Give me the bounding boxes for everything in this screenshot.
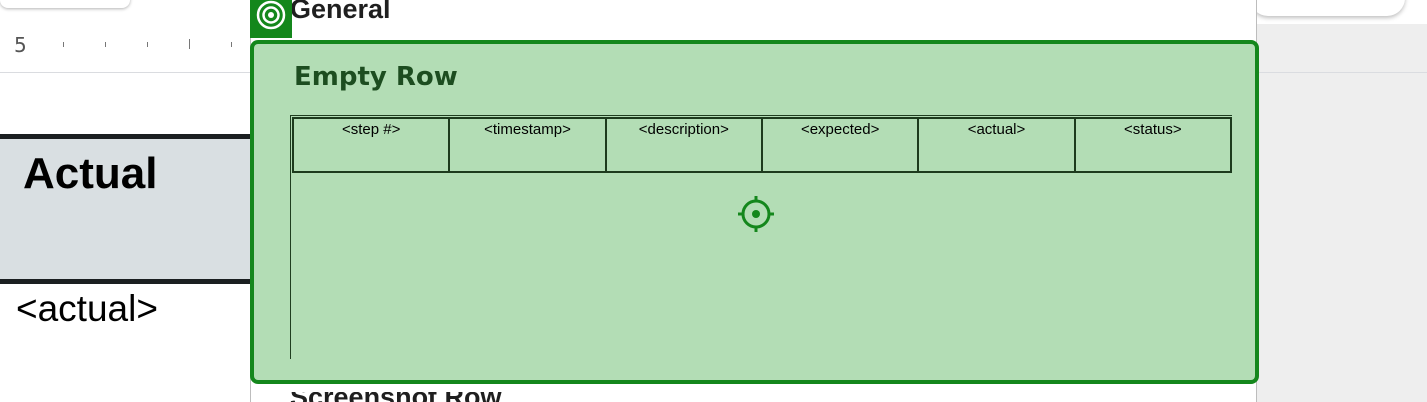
- ruler-tick: [63, 42, 64, 47]
- column-expected[interactable]: <expected>: [760, 117, 920, 173]
- test-steps-table: <step #> <timestamp> <description> <expe…: [291, 117, 1233, 173]
- ruler-tick: [147, 42, 148, 47]
- column-timestamp[interactable]: <timestamp>: [448, 117, 607, 173]
- table-frame-top: [290, 115, 1232, 116]
- ruler-tick: [189, 39, 190, 49]
- ruler-tick: [105, 42, 106, 47]
- actual-column-header[interactable]: Actual: [0, 134, 252, 284]
- column-status[interactable]: <status>: [1073, 117, 1233, 173]
- table-header-row: <step #> <timestamp> <description> <expe…: [291, 117, 1233, 173]
- column-description[interactable]: <description>: [604, 117, 763, 173]
- ruler-divider: [0, 72, 250, 73]
- right-canvas-area: [1256, 24, 1427, 402]
- actual-header-text: Actual: [23, 149, 158, 198]
- actual-placeholder-text[interactable]: <actual>: [16, 288, 158, 329]
- top-right-tab[interactable]: [1250, 0, 1405, 16]
- column-actual[interactable]: <actual>: [917, 117, 1076, 173]
- crosshair-icon[interactable]: [738, 196, 774, 237]
- horizontal-ruler: 5: [0, 24, 250, 66]
- next-section-title: Screenshot Row: [290, 392, 502, 402]
- ruler-tick: [231, 42, 232, 47]
- top-left-tab[interactable]: [0, 0, 130, 8]
- table-frame-left: [290, 115, 291, 359]
- target-badge[interactable]: [250, 0, 292, 38]
- ruler-divider: [1256, 72, 1427, 73]
- panel-title: General: [290, 0, 391, 24]
- empty-row-highlight[interactable]: Empty Row <step #> <timestamp> <descript…: [250, 40, 1259, 384]
- highlight-label: Empty Row: [294, 62, 458, 92]
- ruler-number: 5: [14, 33, 27, 57]
- target-icon: [256, 0, 286, 30]
- column-step[interactable]: <step #>: [291, 117, 451, 173]
